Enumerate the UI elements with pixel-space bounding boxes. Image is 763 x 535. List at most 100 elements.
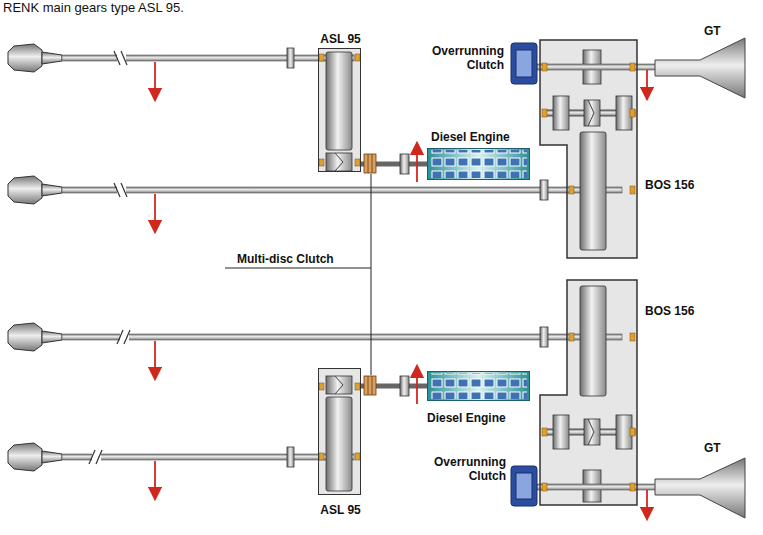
drawing-rect: [431, 150, 527, 178]
drawing-rect: [62, 334, 622, 340]
drawing-rect: [355, 159, 360, 166]
drawing-g: [225, 174, 371, 375]
unit-heading: Diesel Engine: [427, 411, 506, 425]
drawing-line: [154, 461, 156, 494]
gearbox-housing: ASL 95: [318, 48, 361, 172]
drawing-line: [225, 268, 371, 269]
drawing-rect: [400, 154, 409, 174]
drawing-rect: [364, 376, 376, 395]
drawing-line: [372, 154, 373, 173]
drawing-path: [655, 38, 745, 98]
drawing-line: [154, 194, 156, 227]
drawing-rect: [630, 109, 635, 117]
drawing-g: [511, 43, 537, 506]
drawing-g: [89, 51, 130, 464]
drawing-rect: [62, 187, 622, 193]
drawing-line: [416, 148, 418, 182]
drawing-rect: [427, 371, 530, 401]
drawing-rect: [537, 64, 660, 70]
unit-heading: BOS 156: [645, 304, 694, 318]
drawing-line: [372, 376, 373, 395]
drawing-use: [8, 44, 62, 72]
page-title: RENK main gears type ASL 95.: [3, 1, 184, 15]
engine-box: Diesel Engine: [427, 148, 530, 180]
drawing-rect: [542, 109, 547, 117]
drawing-rect: [326, 153, 352, 171]
engine-box: Diesel Engine: [427, 371, 530, 401]
drawing-line: [124, 330, 130, 344]
part-label: Overrunning Clutch: [420, 455, 506, 483]
gearbox-housing: ASL 95: [318, 368, 361, 495]
drawing-path: [588, 419, 594, 445]
drawing-rect: [326, 52, 352, 150]
unit-heading: BOS 156: [645, 178, 694, 192]
drawing-g: [368, 154, 372, 395]
drawing-line: [117, 330, 123, 344]
drawing-rect: [569, 186, 574, 194]
drawing-g: [364, 154, 376, 395]
drawing-g: [335, 100, 594, 445]
drawing-use: [8, 443, 62, 471]
drawing-rect: [287, 447, 294, 467]
drawing-rect: [616, 96, 632, 130]
drawing-rect: [630, 428, 635, 436]
drawing-rect: [511, 466, 537, 506]
drawing-rect: [542, 483, 547, 491]
drawing-line: [121, 183, 127, 197]
part-label: Multi-disc Clutch: [237, 252, 334, 266]
drawing-line: [368, 154, 369, 173]
drawing-g: [326, 50, 635, 502]
drawing-rect: [616, 415, 632, 449]
drawing-rect: [584, 100, 600, 126]
drawing-rect: [630, 333, 635, 341]
drawing-rect: [319, 159, 324, 166]
drawing-path: [540, 40, 637, 258]
drawing-rect: [431, 373, 527, 399]
gearbox-housing: BOS 156: [540, 280, 637, 505]
drawing-line: [368, 376, 369, 395]
drawing-line: [416, 371, 418, 404]
gearbox-housing: BOS 156: [540, 40, 637, 258]
drawing-rect: [318, 48, 361, 172]
drawing-rect: [580, 132, 606, 250]
drawing-rect: [580, 286, 606, 396]
drawing-line: [154, 341, 156, 374]
drawing-rect: [287, 48, 294, 68]
drawing-rect: [511, 43, 537, 84]
drawing-rect: [326, 397, 352, 491]
drawing-rect: [630, 186, 635, 194]
drawing-rect: [569, 333, 574, 341]
drawing-path: [588, 100, 594, 126]
drawing-line: [371, 174, 372, 375]
drawing-rect: [630, 63, 635, 71]
drawing-line: [96, 450, 102, 464]
drawing-path: [335, 376, 343, 394]
drawing-rect: [355, 453, 360, 460]
drawing-line: [114, 51, 120, 65]
housing-outline: [540, 280, 637, 505]
drawing-rect: [319, 453, 324, 460]
housing-path: [540, 280, 637, 505]
drawing-rect: [540, 180, 548, 200]
part-label: GT: [704, 24, 721, 38]
drawing-rect: [400, 376, 409, 396]
housing-outline: [540, 40, 637, 258]
drawing-rect: [516, 473, 532, 499]
part-label: GT: [704, 441, 721, 455]
drawing-line: [154, 62, 156, 95]
drawing-rect: [355, 54, 360, 61]
drawing-rect: [427, 148, 530, 180]
drawing-path: [540, 280, 637, 505]
drawing-rect: [553, 96, 569, 130]
drawing-rect: [542, 428, 547, 436]
drawing-rect: [318, 368, 361, 495]
drawing-rect: [553, 415, 569, 449]
drawing-rect: [319, 383, 324, 390]
drawing-rect: [355, 383, 360, 390]
unit-heading: ASL 95: [320, 32, 360, 46]
drawing-g: [155, 62, 647, 514]
drawing-rect: [62, 55, 354, 61]
drawing-rect: [537, 484, 660, 490]
drawing-rect: [319, 54, 324, 61]
